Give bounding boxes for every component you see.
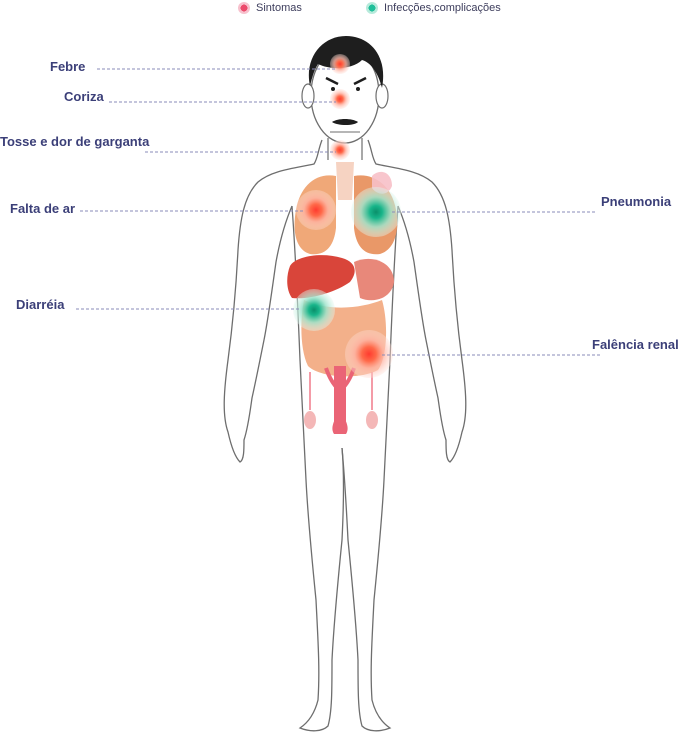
runny-nose-marker-icon: [330, 89, 350, 109]
trachea: [336, 162, 354, 200]
complication-legend-icon: [366, 2, 378, 14]
liver: [287, 255, 355, 299]
label-pneumonia: Pneumonia: [601, 194, 672, 209]
legend-item-symptoms: Sintomas: [238, 2, 302, 14]
symptom-legend-icon: [238, 2, 250, 14]
leader-lines: [76, 68, 600, 356]
diarrhea-marker-icon: [293, 289, 335, 331]
legend-label-symptoms: Sintomas: [256, 2, 302, 14]
label-shortness-of-breath: Falta de ar: [10, 201, 76, 216]
legend-label-complications: Infecções,complicações: [384, 2, 501, 14]
pneumonia-marker-icon: [351, 187, 401, 237]
left-kidney: [304, 411, 316, 429]
stomach: [354, 258, 394, 301]
label-cough-sore-throat: Tosse e dor de garganta: [0, 134, 150, 149]
fever-marker-icon: [330, 54, 350, 74]
shortness-of-breath-marker-icon: [296, 190, 336, 230]
label-fever: Febre: [50, 59, 86, 74]
label-runny-nose: Coriza: [64, 89, 104, 104]
label-diarrhea: Diarréia: [16, 297, 65, 312]
right-kidney: [366, 411, 378, 429]
label-kidney-failure: Falência renal: [592, 337, 679, 352]
legend-item-complications: Infecções,complicações: [366, 2, 501, 14]
kidney-failure-marker-icon: [345, 330, 393, 378]
throat-marker-icon: [330, 140, 350, 160]
body-outline: [223, 139, 467, 732]
